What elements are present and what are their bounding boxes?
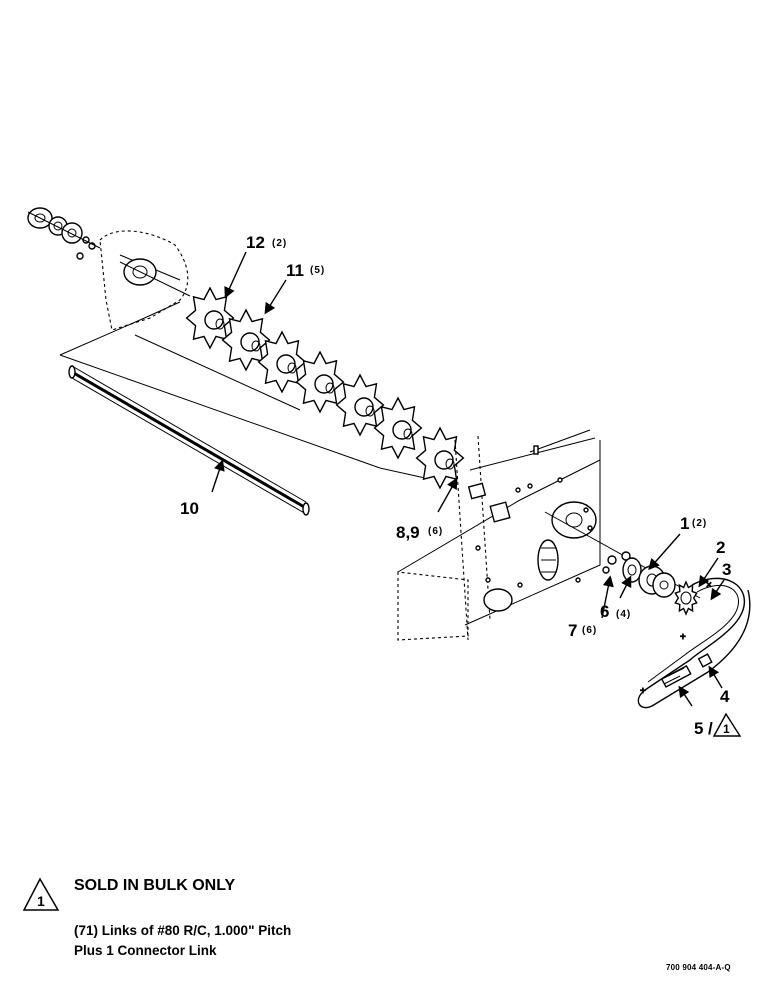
right-frame-sheet: [397, 429, 601, 641]
callout-5-note-ref: 1: [723, 722, 730, 736]
sprocket-hub: [276, 354, 296, 374]
right-drive-assembly: [544, 511, 701, 616]
callout-11-qty: (5): [310, 265, 325, 276]
note-line-2: Plus 1 Connector Link: [74, 943, 217, 958]
callout-6: 6 (4): [600, 602, 631, 621]
note-title: SOLD IN BULK ONLY: [74, 877, 236, 894]
callout-6-qty: (4): [616, 609, 631, 620]
callout-1: 1 (2): [680, 514, 707, 533]
sprocket-bore: [287, 362, 297, 374]
note-triangle-icon: 1: [22, 877, 60, 911]
callout-4-number: 4: [720, 687, 730, 706]
left-side-plate: [99, 230, 191, 331]
callout-5: 5 / 1: [694, 712, 742, 738]
svg-text:+: +: [640, 686, 646, 697]
callout-10: 10: [180, 499, 199, 518]
shaft-part-10: [68, 365, 310, 516]
sprocket-bore: [403, 428, 413, 440]
drawing-number: 700 904 404-A-Q: [666, 963, 731, 972]
note-line-1: (71) Links of #80 R/C, 1.000" Pitch: [74, 923, 292, 938]
callout-7-number: 7: [568, 621, 577, 640]
callout-1-number: 1: [680, 514, 689, 533]
sprocket-hub: [314, 374, 334, 394]
callout-10-number: 10: [180, 499, 199, 518]
sprocket-hub: [434, 450, 454, 470]
callout-4: 4: [720, 687, 730, 706]
leader-arrows: [211, 251, 725, 707]
shaft-housing-outline: [59, 301, 426, 479]
sprocket-bore: [325, 382, 335, 394]
sprocket-bore: [251, 340, 261, 352]
roller-chain-part-5: × + +: [637, 577, 751, 709]
sprocket-hub: [392, 420, 412, 440]
sprocket-bore: [215, 318, 225, 330]
callout-2: 2: [716, 538, 725, 557]
sprocket-hub: [240, 332, 260, 352]
callout-11-number: 11: [286, 261, 304, 280]
note-triangle-number: 1: [37, 893, 45, 909]
callout-2-number: 2: [716, 538, 725, 557]
callout-8-9-qty: (6): [428, 526, 443, 537]
callout-7-qty: (6): [582, 625, 597, 636]
sprocket-hub: [354, 397, 374, 417]
svg-text:+: +: [680, 632, 686, 643]
callout-8-9-number: 8,9: [396, 523, 420, 542]
callout-3: 3: [722, 560, 731, 579]
star-sprocket-row: [185, 286, 465, 490]
svg-text:/: /: [708, 719, 713, 738]
sprocket-bore: [445, 458, 455, 470]
callout-7: 7 (6): [568, 621, 597, 640]
sprocket-bore: [365, 405, 375, 417]
callout-12-qty: (2): [272, 238, 287, 249]
callout-3-number: 3: [722, 560, 731, 579]
svg-text:×: ×: [706, 580, 712, 591]
callout-8-9: 8,9 (6): [396, 523, 443, 542]
callout-5-number: 5: [694, 719, 703, 738]
callout-12: 12 (2): [246, 233, 287, 252]
callout-6-number: 6: [600, 602, 609, 621]
callout-1-qty: (2): [692, 518, 707, 529]
sprocket-hub: [204, 310, 224, 330]
callout-12-number: 12: [246, 233, 265, 252]
left-bearing-assembly: [27, 207, 101, 260]
callout-11: 11 (5): [286, 261, 325, 280]
